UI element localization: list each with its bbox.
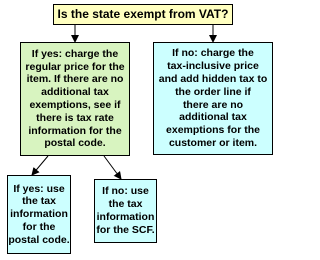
yes-no-branch-node: If no: use the tax information for the S… <box>94 179 157 243</box>
yes-no-branch-text: If no: use the tax information for the S… <box>96 185 155 236</box>
yes-branch-text: If yes: charge the regular price for the… <box>25 47 125 150</box>
question-node: Is the state exempt from VAT? <box>53 4 233 25</box>
arrow-yes-to-yes-no <box>103 155 122 180</box>
no-branch-node: If no: charge the tax-inclusive price an… <box>153 42 273 155</box>
yes-yes-branch-text: If yes: use the tax information for the … <box>8 182 70 246</box>
connector-lines <box>31 25 217 180</box>
yes-yes-branch-node: If yes: use the tax information for the … <box>7 175 71 254</box>
arrow-yes-to-yes-yes <box>31 155 49 176</box>
question-text: Is the state exempt from VAT? <box>57 7 229 22</box>
no-branch-text: If no: charge the tax-inclusive price an… <box>158 47 268 149</box>
flowchart: Is the state exempt from VAT? If yes: ch… <box>7 4 273 254</box>
yes-branch-node: If yes: charge the regular price for the… <box>20 42 130 156</box>
